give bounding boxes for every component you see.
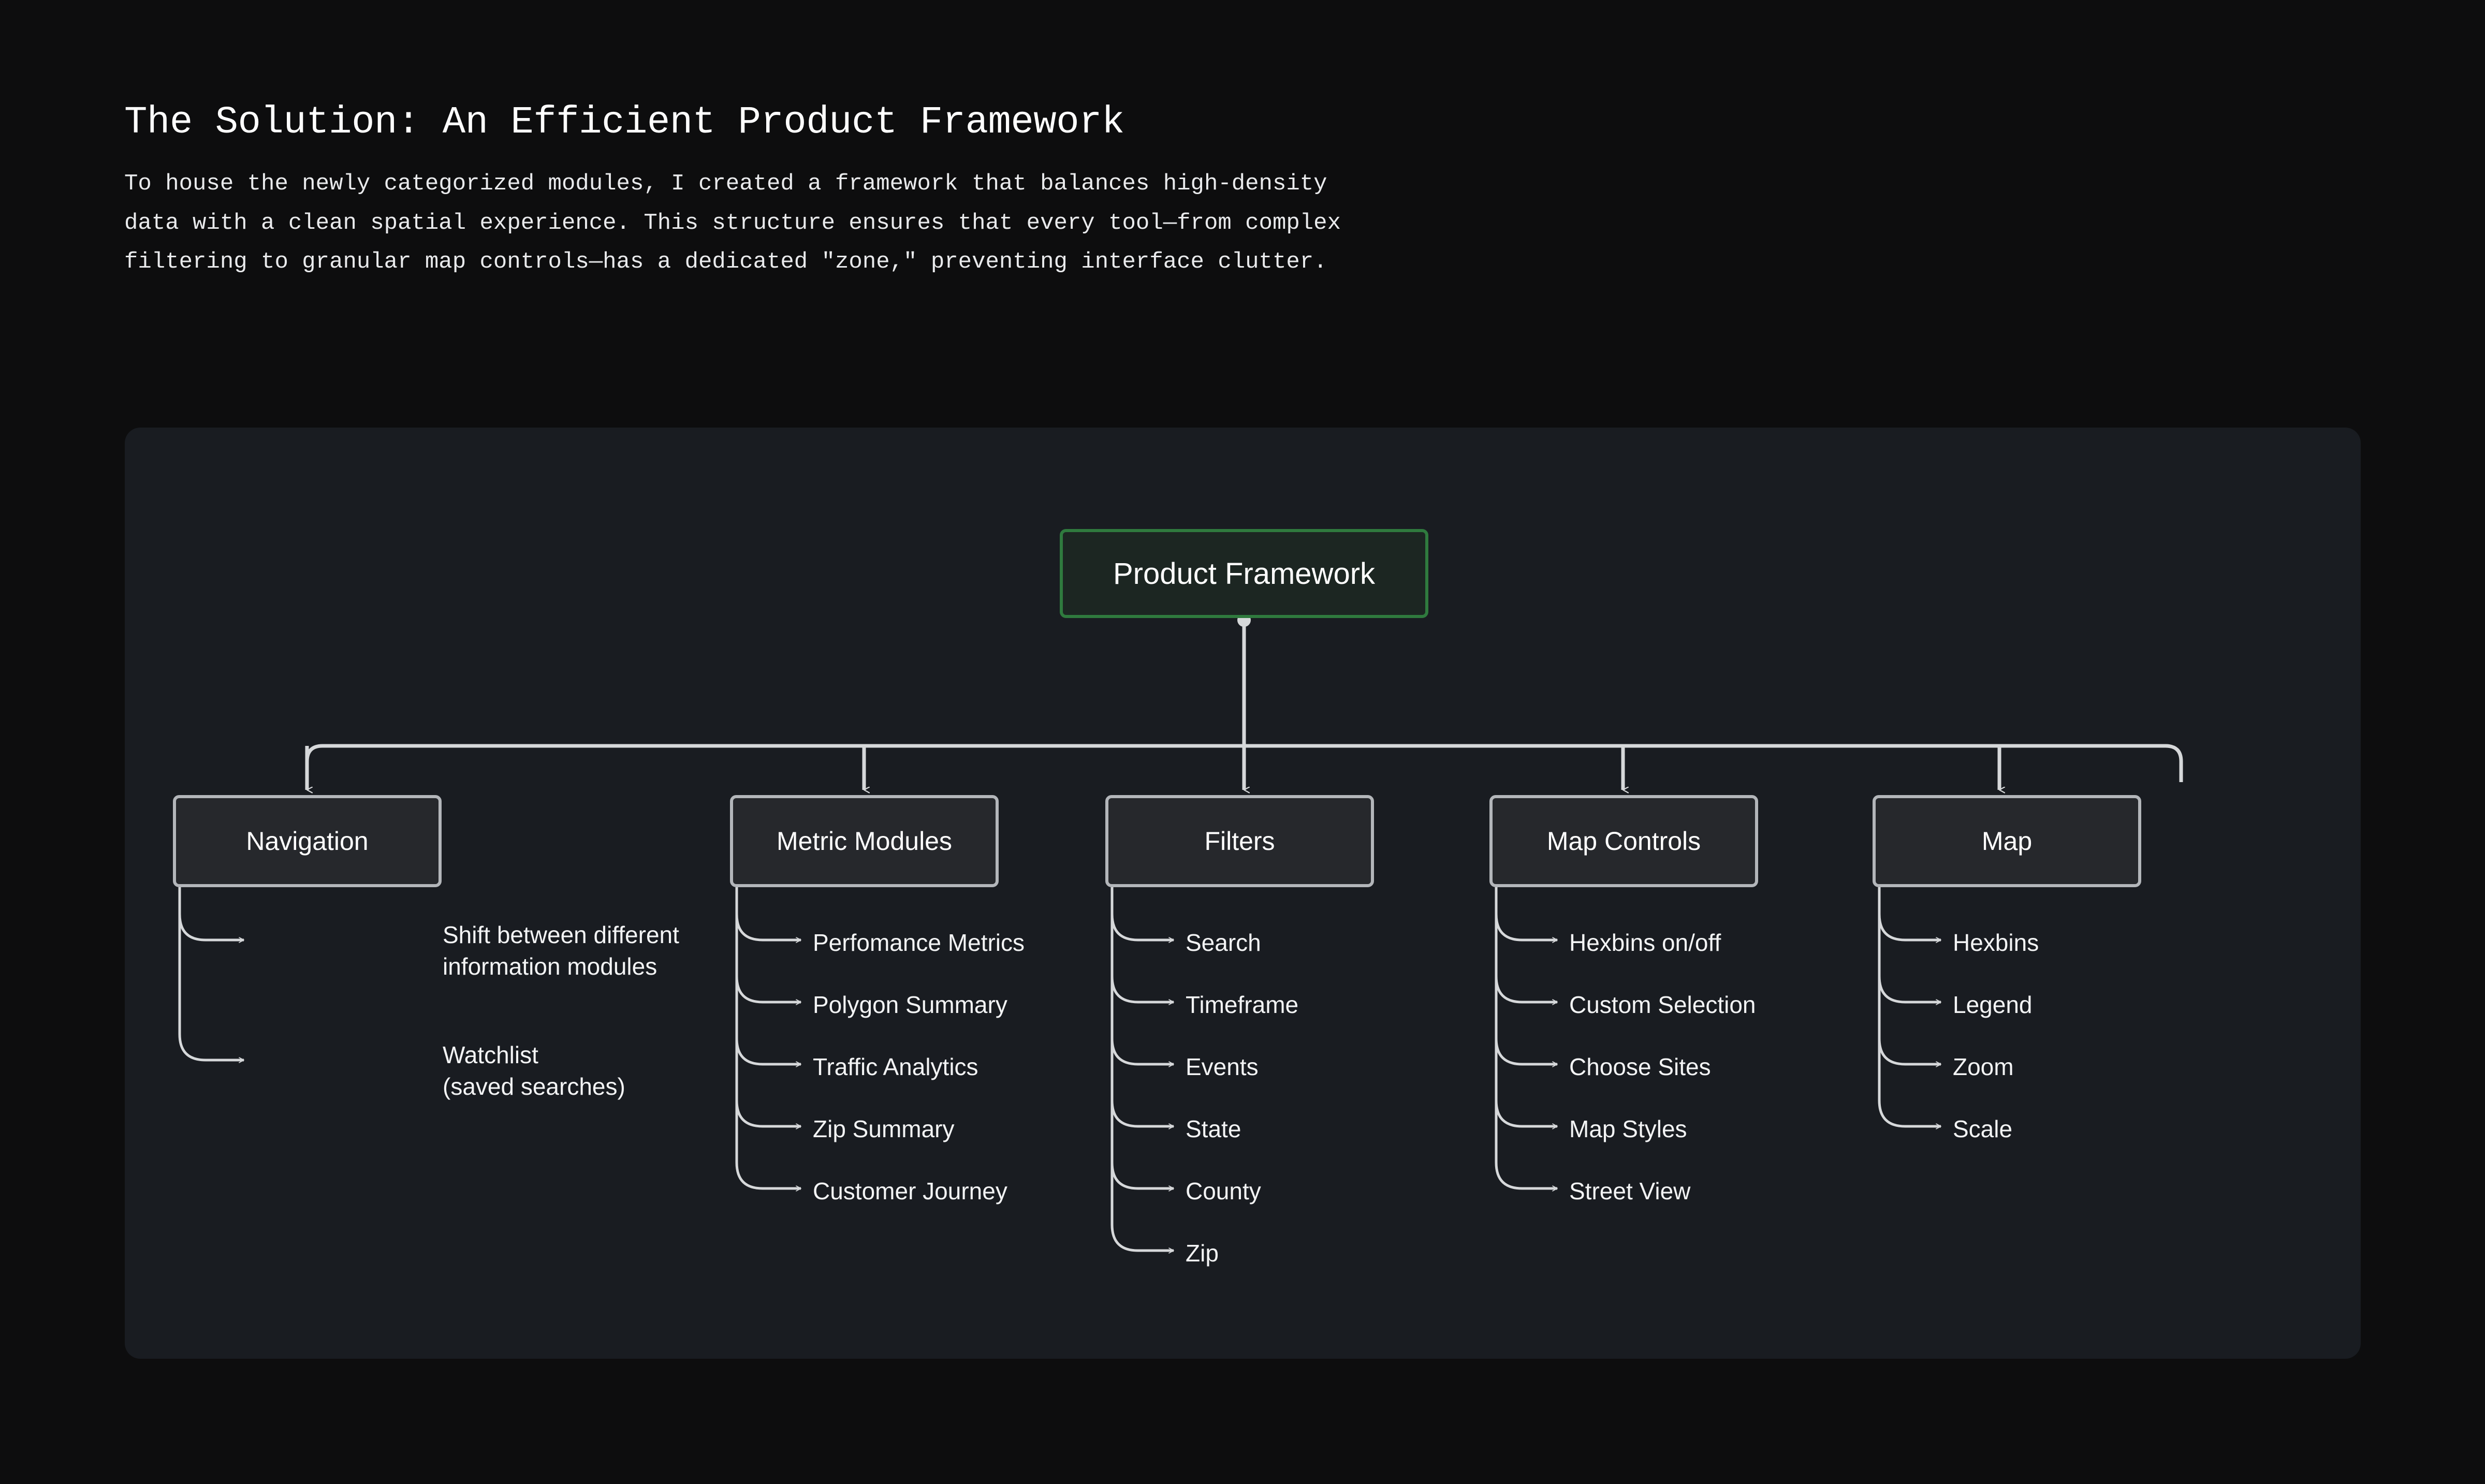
leaf-item[interactable]: Custom Selection [1569, 991, 1756, 1018]
leaf-item[interactable]: Hexbins on/off [1569, 929, 1721, 956]
leaf-item[interactable]: Scale [1953, 1115, 2013, 1142]
category-node-map[interactable]: Map [1873, 795, 2141, 887]
leaf-item[interactable]: Hexbins [1953, 929, 2039, 956]
category-node-label: Filters [1204, 827, 1275, 856]
leaf-item[interactable]: Perfomance Metrics [813, 929, 1025, 956]
leaf-item[interactable]: Choose Sites [1569, 1053, 1711, 1080]
leaf-item[interactable]: Traffic Analytics [813, 1053, 978, 1080]
leaf-item[interactable]: County [1186, 1178, 1261, 1204]
header-block: The Solution: An Efficient Product Frame… [124, 101, 1522, 282]
root-node-label: Product Framework [1113, 556, 1376, 591]
leaf-item[interactable]: Map Styles [1569, 1115, 1687, 1142]
leaf-item[interactable]: Legend [1953, 991, 2033, 1018]
leaf-item[interactable]: Customer Journey [813, 1178, 1007, 1204]
leaf-item[interactable]: Zoom [1953, 1053, 2014, 1080]
leaf-item[interactable]: Shift between different information modu… [443, 921, 679, 980]
leaf-item[interactable]: Timeframe [1186, 991, 1299, 1018]
category-node-metric-modules[interactable]: Metric Modules [730, 795, 999, 887]
root-node-product-framework[interactable]: Product Framework [1060, 529, 1428, 618]
leaf-item[interactable]: State [1186, 1115, 1241, 1142]
category-node-label: Map [1981, 827, 2033, 856]
leaf-item[interactable]: Polygon Summary [813, 991, 1007, 1018]
page-title: The Solution: An Efficient Product Frame… [124, 101, 1124, 144]
leaf-item[interactable]: Watchlist (saved searches) [443, 1041, 625, 1100]
diagram-panel: Product Framework Navigation Metric Modu… [125, 428, 2361, 1359]
category-node-navigation[interactable]: Navigation [173, 795, 442, 887]
page-subtitle: To house the newly categorized modules, … [124, 171, 1341, 275]
leaf-item[interactable]: Street View [1569, 1178, 1691, 1204]
leaf-item[interactable]: Zip Summary [813, 1115, 955, 1142]
category-node-map-controls[interactable]: Map Controls [1489, 795, 1758, 887]
category-node-filters[interactable]: Filters [1105, 795, 1374, 887]
category-node-label: Metric Modules [777, 827, 952, 856]
leaf-item[interactable]: Search [1186, 929, 1261, 956]
category-node-label: Navigation [246, 827, 369, 856]
leaf-item[interactable]: Events [1186, 1053, 1259, 1080]
category-node-label: Map Controls [1546, 827, 1701, 856]
leaf-item[interactable]: Zip [1186, 1240, 1219, 1267]
